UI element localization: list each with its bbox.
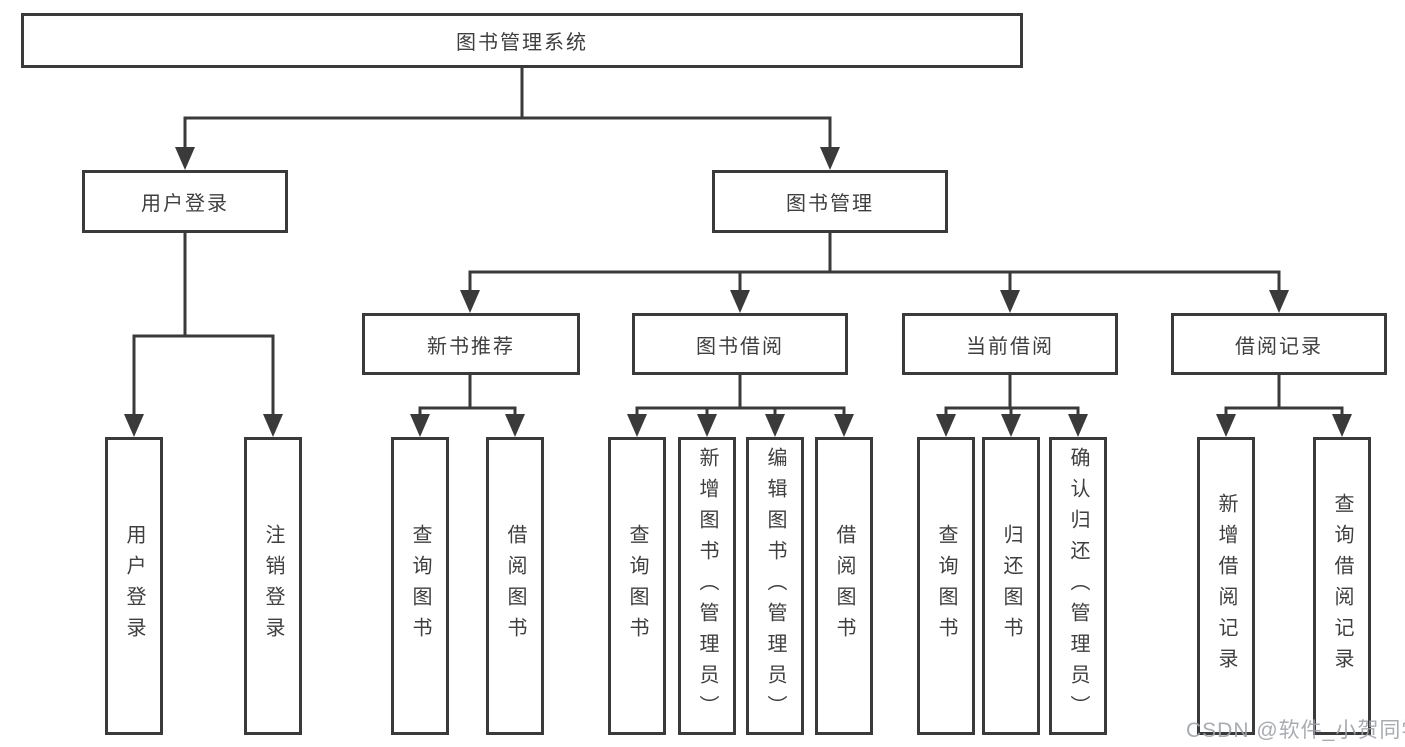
node-user-login: 用户登录 [82,170,288,233]
leaf-label: 注销登录 [262,524,284,648]
leaf-add-borrow-record: 新增借阅记录 [1197,437,1255,735]
leaf-logout: 注销登录 [244,437,302,735]
leaf-borrow-book-recommend: 借阅图书 [486,437,544,735]
leaf-label: 查询图书 [409,524,431,648]
node-label: 图书借阅 [696,335,784,358]
tree-edges [132,66,1344,419]
leaf-label: 借阅图书 [833,524,855,648]
leaf-query-book-current: 查询图书 [917,437,975,735]
leaf-label: 编辑图书（管理员） [764,446,786,726]
leaf-query-borrow-record: 查询借阅记录 [1313,437,1371,735]
leaf-label: 新增借阅记录 [1215,493,1237,679]
leaf-label: 借阅图书 [504,524,526,648]
leaf-user-login: 用户登录 [105,437,163,735]
leaf-label: 查询图书 [626,524,648,648]
node-label: 借阅记录 [1235,335,1323,358]
csdn-watermark: CSDN @软件_小贺同学 [1186,719,1405,742]
leaf-return-book: 归还图书 [982,437,1040,735]
leaf-query-book-borrow: 查询图书 [608,437,666,735]
node-system-root: 图书管理系统 [21,13,1023,68]
arrowheads [124,147,1352,437]
leaf-label: 查询借阅记录 [1331,493,1353,679]
leaf-label: 新增图书（管理员） [696,446,718,726]
node-new-book-recommend: 新书推荐 [362,313,580,375]
node-book-management: 图书管理 [712,170,948,233]
leaf-label: 归还图书 [1000,524,1022,648]
node-label: 图书管理系统 [456,32,588,54]
node-label: 用户登录 [141,193,229,215]
leaf-label: 用户登录 [123,524,145,648]
leaf-borrow-book: 借阅图书 [815,437,873,735]
leaf-edit-book-admin: 编辑图书（管理员） [746,437,804,735]
node-label: 图书管理 [786,193,874,215]
leaf-label: 确认归还（管理员） [1067,446,1089,726]
node-current-borrow: 当前借阅 [902,313,1118,375]
node-borrow-record: 借阅记录 [1171,313,1387,375]
leaf-label: 查询图书 [935,524,957,648]
node-label: 新书推荐 [427,335,515,358]
leaf-confirm-return-admin: 确认归还（管理员） [1049,437,1107,735]
node-book-borrow: 图书借阅 [632,313,848,375]
node-label: 当前借阅 [966,335,1054,358]
leaf-query-book-recommend: 查询图书 [391,437,449,735]
leaf-add-book-admin: 新增图书（管理员） [678,437,736,735]
